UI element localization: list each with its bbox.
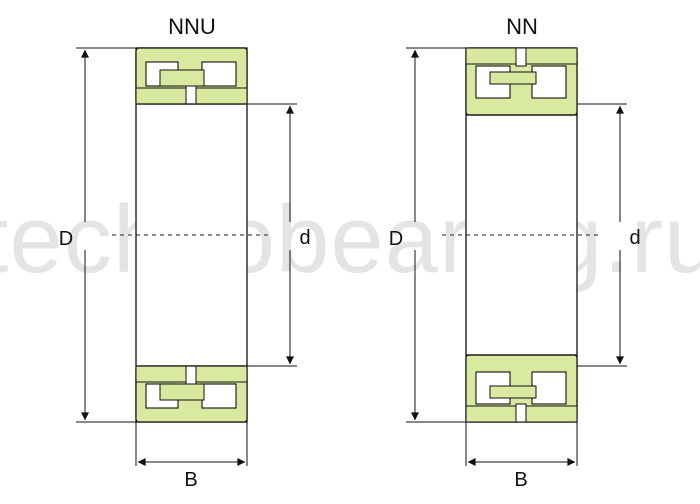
nn-lower-center-lip (515, 403, 527, 423)
bearing-nnu: NNU (59, 14, 311, 491)
nn-upper-roller-right (531, 65, 567, 99)
nnu-dim-d-label: d (299, 227, 310, 249)
nn-upper-center-lip (515, 47, 527, 67)
nn-upper-cage (489, 71, 537, 85)
nn-lower-cage (489, 385, 537, 399)
nnu-lower-section (135, 365, 248, 423)
nnu-dim-B-label: B (184, 469, 197, 491)
nn-dim-D-label: D (389, 228, 403, 250)
watermark-text: technobearing.ru (0, 186, 700, 293)
nnu-lower-cage (159, 383, 205, 401)
nnu-upper-center-lip (185, 85, 197, 105)
nn-dim-B-label: B (514, 469, 527, 491)
bearing-nnu-title: NNU (168, 14, 216, 39)
nn-lower-roller-right (531, 371, 567, 405)
bearing-nn-title: NN (506, 14, 538, 39)
bearing-nn: NN (389, 14, 641, 491)
nnu-upper-section (135, 47, 248, 105)
nn-upper-section (465, 47, 578, 116)
nnu-upper-cage (159, 69, 205, 87)
nn-dim-d-label: d (629, 227, 640, 249)
nnu-lower-roller-right (201, 383, 237, 409)
nn-lower-section (465, 354, 578, 423)
nnu-dim-D-label: D (59, 228, 73, 250)
nnu-lower-center-lip (185, 365, 197, 385)
nnu-upper-roller-right (201, 61, 237, 87)
